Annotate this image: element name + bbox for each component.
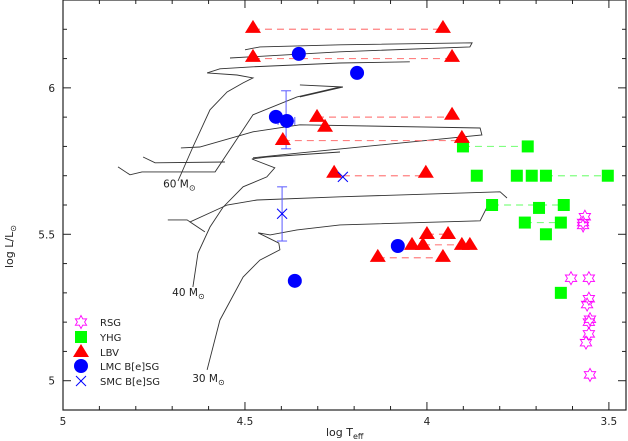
rsg-data-point — [583, 367, 597, 383]
evolutionary-track-line — [117, 86, 341, 176]
lbv-data-point — [418, 225, 435, 239]
track-mass-text: 60 M — [163, 178, 189, 190]
lbv-data-point — [453, 129, 470, 143]
evolutionary-track-line — [142, 156, 225, 164]
yhg-data-point — [525, 169, 538, 182]
yhg-data-point — [456, 140, 469, 153]
solar-symbol: ⊙ — [198, 292, 205, 301]
evolutionary-track-line — [180, 124, 483, 159]
yhg-data-point — [539, 169, 552, 182]
track-mass-text: 30 M — [192, 373, 218, 385]
evolutionary-tracks — [117, 42, 508, 371]
lbv-data-point — [274, 131, 291, 145]
rsg-data-point — [582, 326, 596, 342]
legend-marker-yhg — [75, 331, 87, 343]
y-axis-label: log L/L⊙ — [3, 225, 18, 268]
yhg-data-point — [533, 201, 546, 214]
yhg-data-point — [518, 216, 531, 229]
legend-label-rsg: RSG — [100, 318, 121, 329]
yhg-data-point — [539, 228, 552, 241]
evolutionary-track-line — [206, 204, 489, 371]
lbv-data-point — [326, 164, 343, 178]
lbv-data-point — [414, 236, 431, 250]
rsg-data-point — [576, 215, 590, 231]
lbv-data-point — [244, 19, 261, 33]
lbv-data-point — [404, 236, 421, 250]
x-tick-label: 4.5 — [237, 416, 254, 428]
rsg-data-point — [582, 270, 596, 286]
lbv-data-point — [434, 19, 451, 33]
rsg-data-point — [580, 297, 594, 313]
x-axis-label: log Teff — [326, 426, 364, 441]
legend-label-yhg: YHG — [99, 333, 121, 344]
yhg-data-point — [510, 169, 523, 182]
track-mass-label: 60 M⊙ — [163, 178, 195, 192]
legend-label-smc: SMC B[e]SG — [100, 377, 160, 388]
rsg-data-point — [564, 270, 578, 286]
lbv-data-point — [444, 48, 461, 62]
legend: RSG YHG LBV LMC B[e]SG SMC B[e]SG — [73, 314, 160, 388]
smc-data-point — [276, 208, 288, 220]
lbv-data-point — [434, 248, 451, 262]
x-tick-label: 3.5 — [601, 416, 618, 428]
yhg-data-point — [554, 286, 567, 299]
x-tick-label: 4 — [424, 416, 431, 428]
lbv-data-point — [309, 108, 326, 122]
legend-label-lmc: LMC B[e]SG — [100, 362, 159, 373]
yhg-data-point — [521, 140, 534, 153]
y-tick-label: 5 — [48, 376, 55, 388]
yhg-data-point — [486, 199, 499, 211]
rsg-data-point — [582, 291, 596, 307]
evolutionary-track-line — [299, 84, 344, 98]
track-labels: 60 M⊙40 M⊙30 M⊙ — [163, 178, 225, 387]
yhg-data-point — [470, 169, 483, 182]
cross-stroke — [75, 375, 87, 387]
rsg-data-point — [579, 335, 593, 351]
rsg-data-point — [578, 209, 592, 225]
yhg-data-point — [601, 169, 614, 182]
lmc-data-point — [287, 273, 302, 288]
rsg-data-point — [576, 218, 590, 233]
yhg-data-point — [554, 216, 567, 229]
solar-symbol: ⊙ — [189, 183, 196, 192]
lbv-data-point — [444, 106, 461, 120]
track-mass-label: 30 M⊙ — [192, 373, 224, 387]
lmc-data-point — [279, 113, 294, 128]
evolutionary-track-line — [177, 61, 410, 182]
solar-symbol: ⊙ — [218, 378, 225, 387]
smc-data-point — [337, 171, 349, 183]
cross-stroke — [337, 171, 349, 183]
lbv-data-point — [317, 118, 334, 132]
axes: 5 4.5 4 3.5 5 5.5 6 — [38, 0, 627, 428]
lmc-data-point — [390, 239, 405, 253]
evolutionary-track-line — [229, 42, 473, 59]
dashed-links — [252, 28, 608, 259]
legend-marker-smc — [75, 375, 87, 387]
lbv-data-point — [440, 225, 457, 239]
evolutionary-track-line — [192, 151, 341, 288]
legend-label-lbv: LBV — [100, 348, 119, 359]
rsg-data-point — [582, 314, 596, 330]
lbv-data-point — [417, 164, 434, 178]
lmc-data-point — [350, 65, 365, 80]
lmc-data-point — [291, 46, 306, 61]
legend-marker-lbv — [73, 344, 89, 357]
track-mass-label: 40 M⊙ — [172, 287, 204, 301]
data-markers — [244, 19, 614, 383]
legend-marker-lmc — [74, 359, 88, 373]
lbv-data-point — [244, 48, 261, 62]
yhg-data-point — [557, 199, 570, 211]
y-tick-label: 6 — [48, 83, 55, 95]
lmc-data-point — [268, 109, 283, 124]
evolutionary-track-line — [167, 191, 508, 233]
lbv-data-point — [369, 248, 386, 262]
legend-marker-rsg — [74, 314, 88, 330]
track-mass-text: 40 M — [172, 287, 198, 299]
y-tick-label: 5.5 — [38, 229, 55, 241]
cross-stroke — [276, 208, 288, 220]
x-tick-label: 5 — [60, 416, 67, 428]
lbv-data-point — [461, 236, 478, 250]
